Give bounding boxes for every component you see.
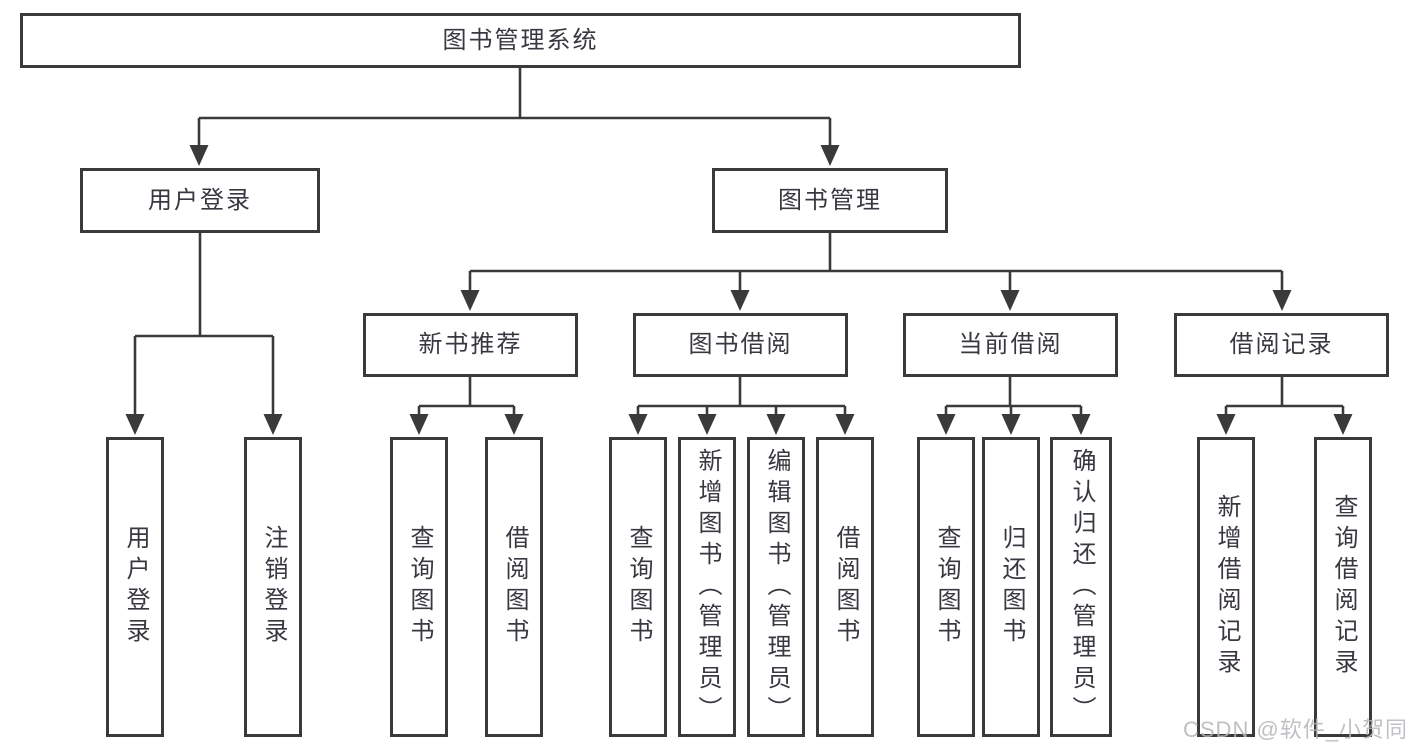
- node-label: 归还图书: [998, 525, 1025, 649]
- leaf-borrow-borrow-books: 借阅图书: [816, 437, 874, 737]
- node-label: 注销登录: [260, 525, 287, 649]
- node-label: 确认归还（管理员）: [1068, 447, 1095, 727]
- node-label: 图书管理: [778, 186, 882, 214]
- node-label: 查询图书: [625, 525, 652, 649]
- leaf-records-query-record: 查询借阅记录: [1314, 437, 1372, 737]
- node-label: 借阅记录: [1229, 331, 1334, 358]
- node-label: 编辑图书（管理员）: [763, 447, 790, 727]
- node-label: 当前借阅: [958, 331, 1063, 358]
- node-label: 查询图书: [406, 525, 433, 649]
- node-new-book-recommend: 新书推荐: [363, 313, 578, 377]
- node-label: 新增借阅记录: [1213, 494, 1240, 680]
- leaf-borrow-query-books: 查询图书: [609, 437, 667, 737]
- node-label: 用户登录: [122, 525, 149, 649]
- csdn-watermark: CSDN @软件_小贺同学: [1183, 717, 1405, 742]
- leaf-logout-login: 注销登录: [244, 437, 302, 737]
- leaf-recommend-query-books: 查询图书: [390, 437, 448, 737]
- node-label: 借阅图书: [501, 525, 528, 649]
- node-label: 新增图书（管理员）: [694, 447, 721, 727]
- leaf-current-confirm-return-admin: 确认归还（管理员）: [1050, 437, 1112, 737]
- leaf-borrow-edit-books-admin: 编辑图书（管理员）: [747, 437, 805, 737]
- leaf-current-query-books: 查询图书: [917, 437, 975, 737]
- node-book-borrow: 图书借阅: [633, 313, 848, 377]
- node-book-management: 图书管理: [712, 168, 948, 233]
- node-label: 新书推荐: [418, 331, 523, 358]
- leaf-current-return-books: 归还图书: [982, 437, 1040, 737]
- node-label: 用户登录: [148, 186, 252, 214]
- leaf-user-login: 用户登录: [106, 437, 164, 737]
- leaf-records-add-record: 新增借阅记录: [1197, 437, 1255, 737]
- node-label: 图书管理系统: [442, 26, 599, 54]
- node-user-login: 用户登录: [80, 168, 320, 233]
- node-label: 借阅图书: [832, 525, 859, 649]
- node-current-borrow: 当前借阅: [903, 313, 1118, 377]
- leaf-recommend-borrow-books: 借阅图书: [485, 437, 543, 737]
- node-borrow-records: 借阅记录: [1174, 313, 1389, 377]
- node-library-management-system: 图书管理系统: [20, 13, 1021, 68]
- node-label: 查询图书: [933, 525, 960, 649]
- node-label: 查询借阅记录: [1330, 494, 1357, 680]
- leaf-borrow-add-books-admin: 新增图书（管理员）: [678, 437, 736, 737]
- node-label: 图书借阅: [688, 331, 793, 358]
